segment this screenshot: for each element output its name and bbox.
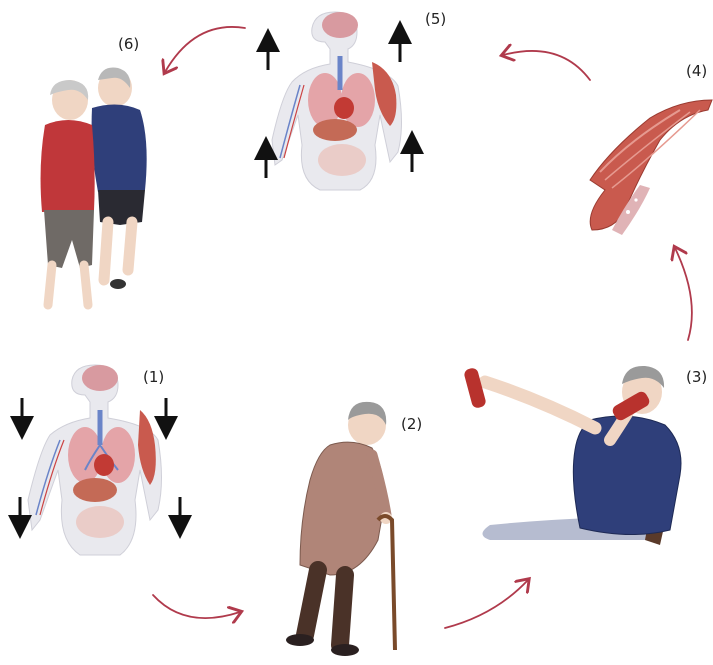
arrow-3-to-4 bbox=[675, 248, 692, 340]
step-label-4: (4) bbox=[686, 62, 707, 80]
arrow-4-to-5 bbox=[503, 51, 590, 80]
arrow-5-to-6 bbox=[165, 27, 245, 72]
elderly-woman-with-cane-figure bbox=[286, 402, 395, 656]
step-label-5: (5) bbox=[425, 10, 446, 28]
arrow-2-to-3 bbox=[445, 580, 528, 628]
step-label-1: (1) bbox=[143, 368, 164, 386]
elderly-man-lifting-dumbbells-figure bbox=[463, 366, 681, 545]
arrow-1-to-2 bbox=[153, 595, 240, 618]
step-label-2: (2) bbox=[401, 415, 422, 433]
elderly-couple-walking-figure bbox=[41, 68, 147, 306]
step-label-3: (3) bbox=[686, 368, 707, 386]
body-organs-decline-figure bbox=[28, 365, 162, 555]
muscle-tissue-figure bbox=[590, 100, 712, 235]
body-organs-improve-figure bbox=[272, 12, 402, 190]
step-label-6: (6) bbox=[118, 35, 139, 53]
